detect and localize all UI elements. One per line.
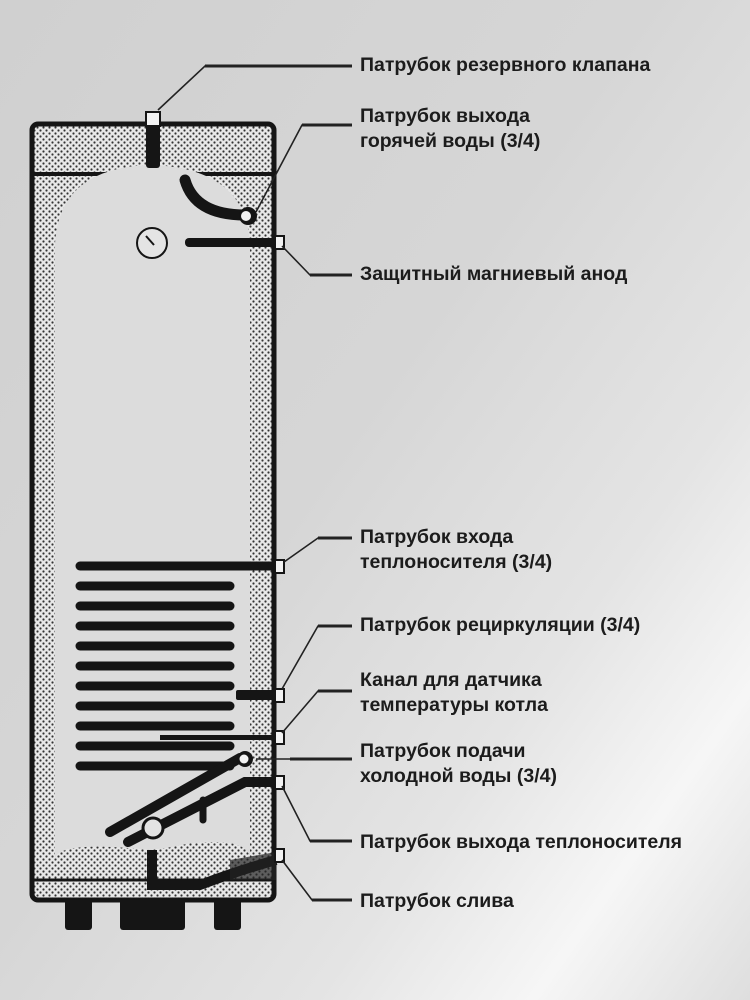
label-sensor-channel: Канал для датчика температуры котла — [360, 668, 548, 718]
magnesium-anode — [185, 238, 277, 247]
label-anode: Защитный магниевый анод — [360, 263, 628, 285]
hot-water-pipe — [179, 174, 251, 221]
label-line: холодной воды (3/4) — [360, 765, 557, 787]
label-drain: Патрубок слива — [360, 890, 514, 912]
label-recirculation: Патрубок рециркуляции (3/4) — [360, 614, 641, 636]
label-coolant-in: Патрубок входа теплоносителя (3/4) — [360, 525, 552, 575]
label-line: горячей воды (3/4) — [360, 130, 541, 152]
label-line: Патрубок подачи — [360, 740, 526, 762]
label-line: Патрубок выхода — [360, 105, 530, 127]
tank-feet — [65, 895, 241, 930]
label-line: температуры котла — [360, 694, 549, 716]
label-line: Канал для датчика — [360, 669, 542, 691]
label-safety-valve: Патрубок резервного клапана — [360, 54, 651, 76]
cold-water-pipes — [105, 753, 283, 847]
safety-valve-fitting — [145, 111, 161, 127]
label-hot-water-out: Патрубок выхода горячей воды (3/4) — [360, 104, 540, 154]
label-cold-water-in: Патрубок подачи холодной воды (3/4) — [360, 739, 557, 789]
label-coolant-out: Патрубок выхода теплоносителя — [360, 831, 682, 853]
heat-exchanger-coil — [75, 561, 283, 771]
thermometer-icon — [136, 227, 168, 259]
label-line: Патрубок входа — [360, 526, 514, 548]
side-fittings — [274, 235, 285, 863]
label-line: теплоносителя (3/4) — [360, 551, 553, 573]
